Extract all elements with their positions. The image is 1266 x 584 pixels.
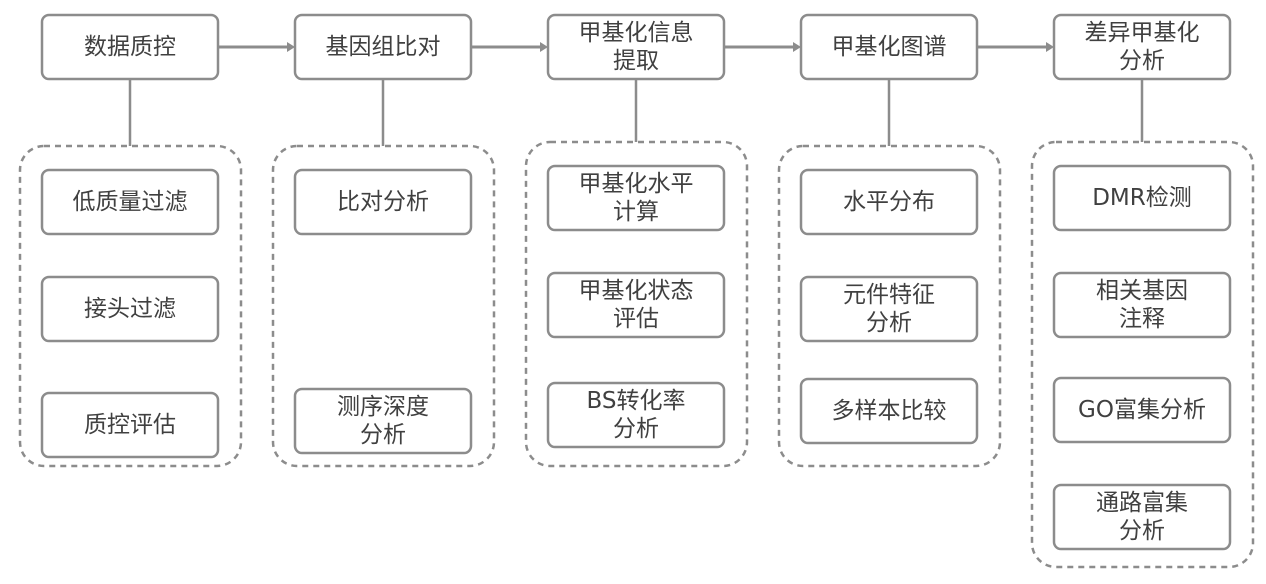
stage-1-item-3-label: 质控评估: [84, 412, 176, 438]
stage-1-item-1-border: [40, 168, 220, 236]
stage-3-item-3-label: 分析: [613, 416, 659, 442]
stage-1-item-1-label: 低质量过滤: [73, 189, 188, 215]
stage-3-group-frame: [524, 140, 749, 468]
stage-5-item-3-label: GO富集分析: [1078, 397, 1206, 423]
stage-1-item-2-label: 接头过滤: [84, 296, 176, 322]
stage-1-item-2: 接头过滤: [40, 275, 220, 343]
stage-4-item-2-label: 分析: [866, 310, 912, 336]
stage-3-title-box-border: [546, 13, 726, 81]
stage-3-item-2-border: [546, 271, 726, 339]
stage-5-item-2-border: [1052, 271, 1232, 339]
stage-4-title-box-border: [799, 13, 979, 81]
stage-3-item-1-border: [546, 164, 726, 232]
stage-2-title-box-border: [293, 13, 473, 81]
stage-1-group-frame: [18, 144, 243, 468]
stage-1-title-box-label: 数据质控: [84, 34, 176, 60]
boxes: 数据质控低质量过滤接头过滤质控评估基因组比对比对分析测序深度分析甲基化信息提取甲…: [40, 13, 1232, 551]
stage-1-item-2-border: [40, 275, 220, 343]
stage-3-item-2-label: 评估: [613, 306, 659, 332]
stage-4-item-1-border: [799, 168, 979, 236]
stage-2-item-1: 比对分析: [293, 168, 473, 236]
stage-4-item-3-border: [799, 377, 979, 445]
stage-4-item-2-label: 元件特征: [843, 282, 935, 308]
arrow-head-icon: [1046, 42, 1054, 52]
stage-3-item-2-label: 甲基化状态: [579, 278, 694, 304]
stage-5-item-1-label: DMR检测: [1092, 185, 1192, 211]
stage-2-title-box: 基因组比对: [293, 13, 473, 81]
stage-arrows: [218, 42, 1054, 52]
stage-1-item-3-border: [40, 391, 220, 459]
stage-4-item-1-label: 水平分布: [843, 189, 935, 215]
stage-1-title-box: 数据质控: [40, 13, 220, 81]
stage-4-title-box-label: 甲基化图谱: [832, 34, 947, 60]
stage-1-item-1: 低质量过滤: [40, 168, 220, 236]
stage-5-item-2-label: 相关基因: [1096, 278, 1188, 304]
stage-4-item-3: 多样本比较: [799, 377, 979, 445]
stage-5-item-1: DMR检测: [1052, 164, 1232, 232]
stage-2-item-1-label: 比对分析: [337, 189, 429, 215]
arrow-head-icon: [540, 42, 548, 52]
stage-2-item-2-border: [293, 387, 473, 455]
stage-4-title-box: 甲基化图谱: [799, 13, 979, 81]
stage-3-title-box-label: 提取: [613, 48, 659, 74]
stage-5-item-3-border: [1052, 376, 1232, 444]
stage-5-item-2-label: 注释: [1119, 306, 1165, 332]
stage-1-title-box-border: [40, 13, 220, 81]
stage-2-item-2-label: 分析: [360, 422, 406, 448]
arrow-head-icon: [287, 42, 295, 52]
stage-3-item-1-label: 甲基化水平: [579, 171, 694, 197]
stage-5-item-3: GO富集分析: [1052, 376, 1232, 444]
stage-4-item-3-label: 多样本比较: [832, 398, 947, 424]
stage-5-title-box-label: 差异甲基化: [1085, 20, 1200, 46]
stage-4-group-frame: [777, 144, 1002, 468]
stage-5-item-1-border: [1052, 164, 1232, 232]
stage-3-item-3-label: BS转化率: [587, 388, 686, 414]
stage-3-item-1-label: 计算: [613, 199, 659, 225]
stage-3-title-box-label: 甲基化信息: [579, 20, 694, 46]
stage-4-item-2-border: [799, 275, 979, 343]
stage-5-title-box-label: 分析: [1119, 48, 1165, 74]
stage-2-item-1-border: [293, 168, 473, 236]
stage-2-group-frame: [271, 144, 496, 468]
stage-2-title-box-label: 基因组比对: [326, 34, 441, 60]
stage-5-item-4-label: 分析: [1119, 518, 1165, 544]
stage-4-item-1: 水平分布: [799, 168, 979, 236]
arrow-head-icon: [793, 42, 801, 52]
stage-5-title-box-border: [1052, 13, 1232, 81]
stage-1-item-3: 质控评估: [40, 391, 220, 459]
stage-2-item-2-label: 测序深度: [337, 394, 429, 420]
group-frames: [18, 140, 1255, 569]
connectors: [128, 79, 1144, 146]
stage-3-item-3-border: [546, 381, 726, 449]
stage-5-item-4-border: [1052, 483, 1232, 551]
stage-5-group-frame: [1030, 140, 1255, 569]
stage-5-item-4-label: 通路富集: [1096, 490, 1188, 516]
